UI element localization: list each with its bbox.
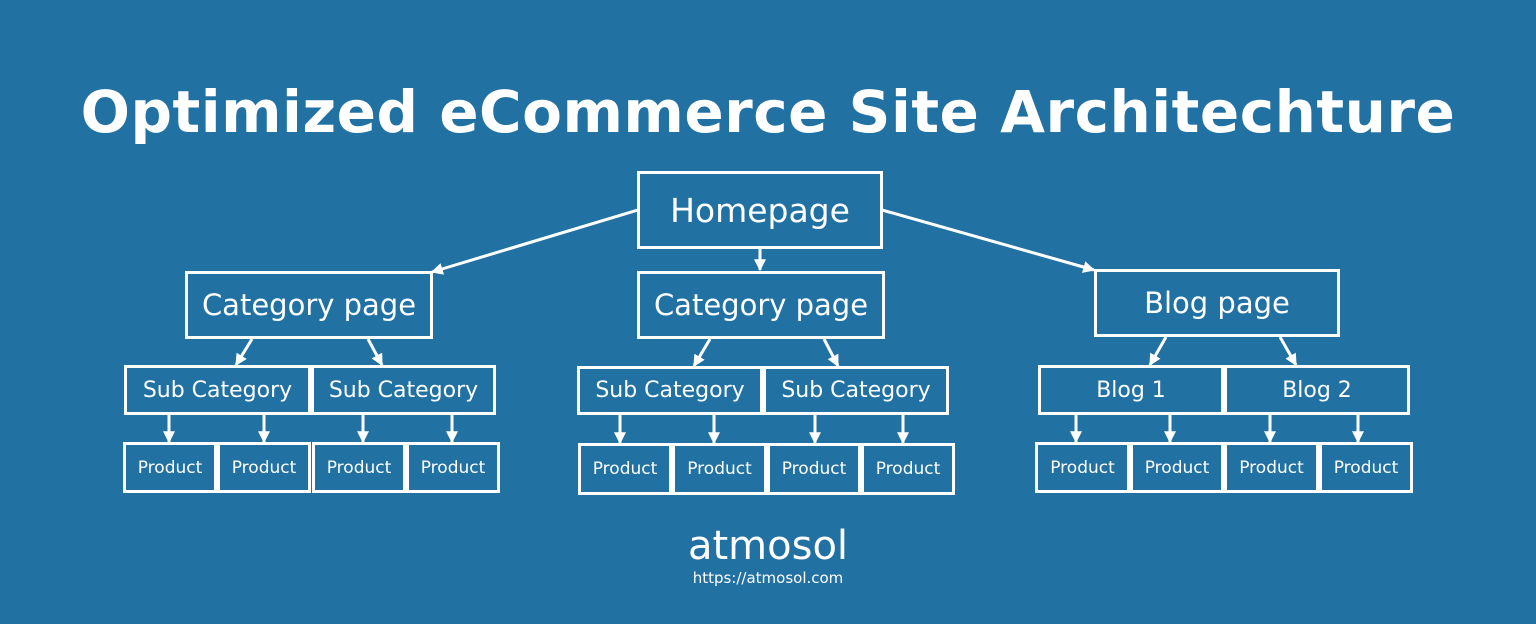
product-node: Product [1224,442,1319,493]
product-node: Product [312,442,406,493]
sub-category-node: Sub Category [763,366,949,415]
blog-page-node: Blog page [1094,269,1340,337]
arrow-home-to-blog [881,208,1096,273]
product-node: Product [767,443,861,495]
blog-node: Blog 2 [1224,365,1410,415]
product-node: Product [406,442,500,493]
product-node: Product [217,442,311,493]
sub-category-node: Sub Category [311,365,496,415]
product-node: Product [1035,442,1130,493]
product-node: Product [578,443,672,495]
arrow-l1-l2 [692,338,712,368]
arrow-l1-l2 [234,338,254,367]
blog-node: Blog 1 [1038,365,1224,415]
product-node: Product [1130,442,1224,493]
arrow-l1-l2 [1148,336,1168,367]
logo-url: https://atmosol.com [692,569,844,587]
atmosol-logo: atmosol [687,523,849,569]
arrow-l1-l2 [366,338,384,367]
product-node: Product [672,443,767,495]
category-page-node: Category page [637,271,885,339]
sub-category-node: Sub Category [577,366,763,415]
product-node: Product [123,442,217,493]
arrow-l1-l2 [1278,336,1298,367]
category-page-node: Category page [185,271,433,339]
diagram-title: Optimized eCommerce Site Architechture [80,78,1456,146]
product-node: Product [1319,442,1413,493]
arrow-l1-l2 [822,338,840,368]
product-node: Product [861,443,955,495]
arrow-home-to-category-1 [430,208,639,275]
homepage-node: Homepage [637,171,883,249]
sub-category-node: Sub Category [124,365,311,415]
